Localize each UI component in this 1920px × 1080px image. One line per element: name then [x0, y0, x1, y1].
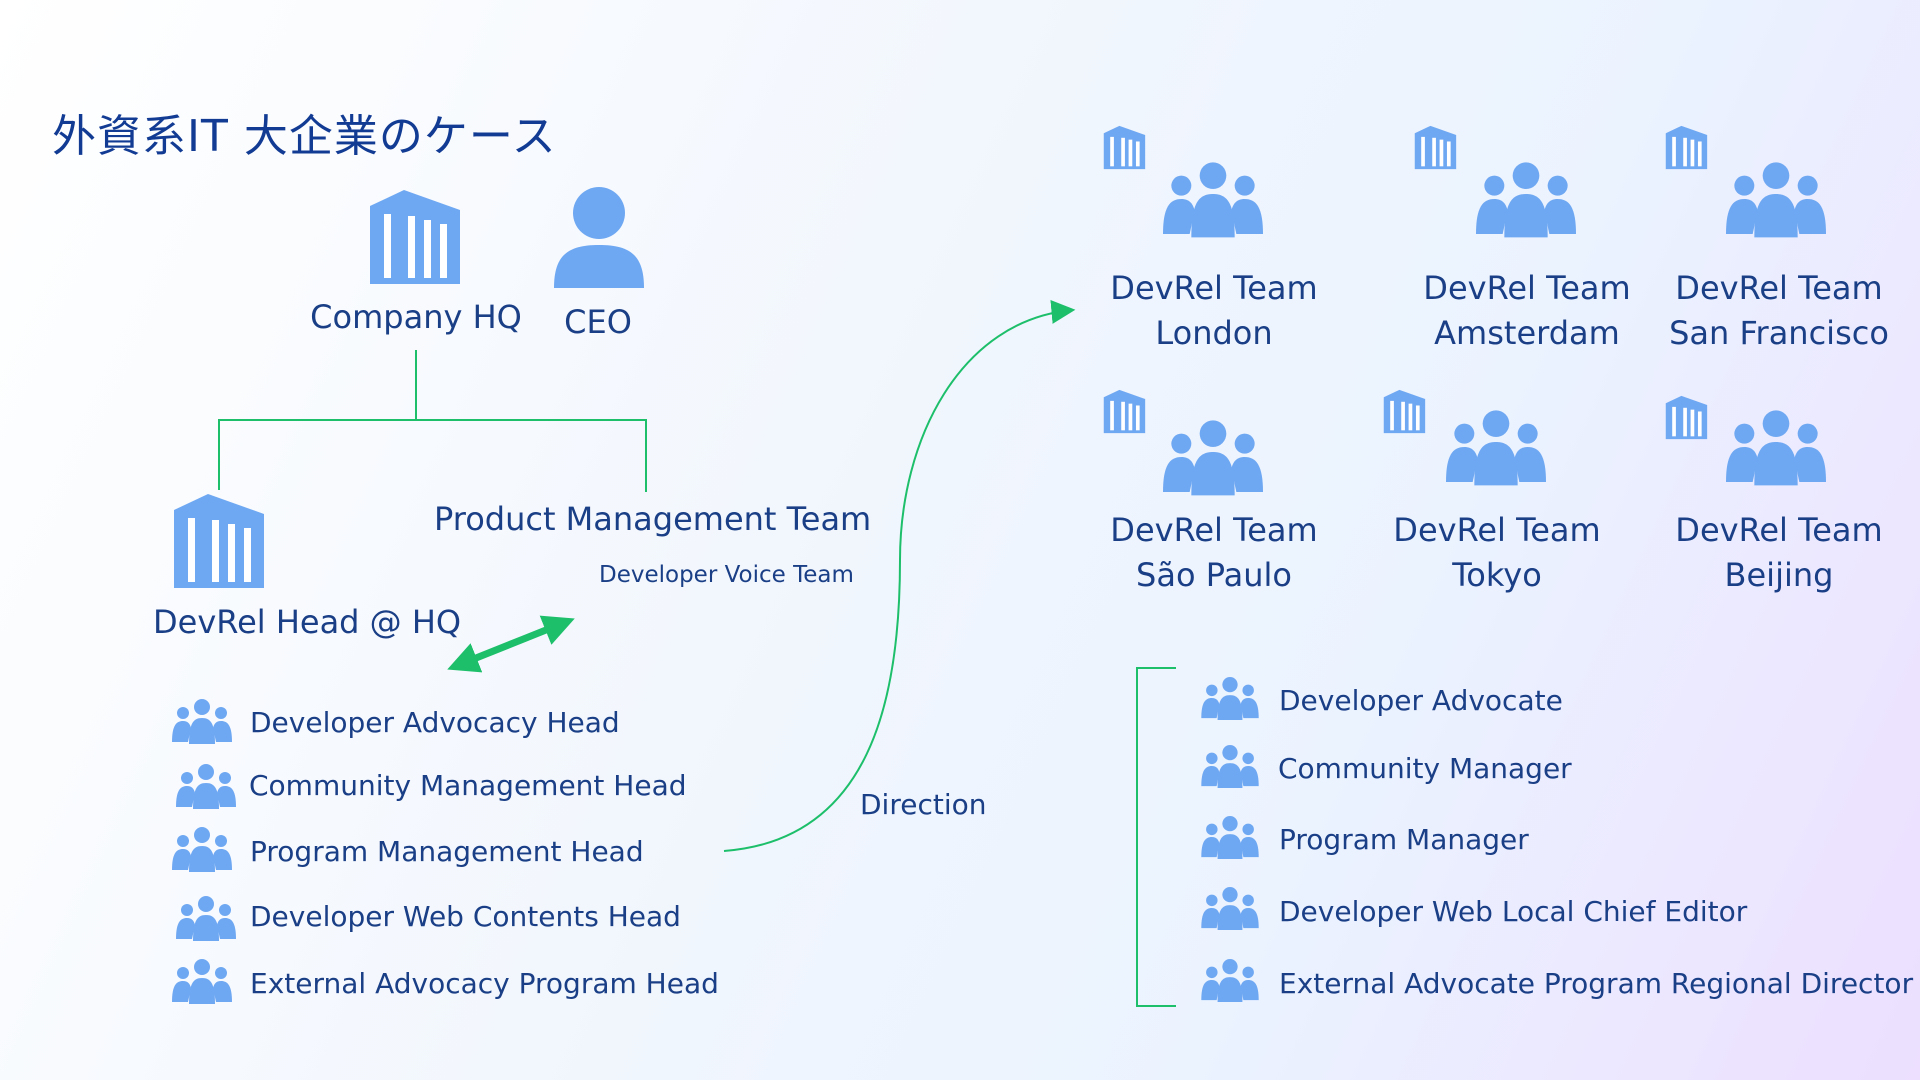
building-icon	[1414, 125, 1457, 170]
role-label: External Advocacy Program Head	[250, 967, 719, 1000]
role-label: External Advocate Program Regional Direc…	[1279, 967, 1914, 1000]
product-management-team-label: Product Management Team	[434, 500, 872, 538]
group-icon	[1201, 886, 1259, 930]
building-icon	[1103, 389, 1146, 434]
page-title: 外資系IT 大企業のケース	[52, 111, 557, 162]
role-label: Community Manager	[1278, 752, 1572, 785]
role-label: Program Management Head	[250, 835, 644, 868]
group-icon	[1163, 162, 1263, 238]
group-icon	[1201, 815, 1259, 859]
group-icon	[1201, 676, 1259, 720]
regional-roles-bracket	[1136, 667, 1176, 1007]
company-hq-label: Company HQ	[310, 298, 522, 336]
group-icon	[172, 699, 232, 744]
group-icon	[172, 827, 232, 872]
building-icon	[1665, 395, 1708, 440]
role-label: Developer Advocate	[1279, 684, 1563, 717]
devrel-head-label: DevRel Head @ HQ	[153, 603, 462, 641]
role-label: Developer Advocacy Head	[250, 706, 620, 739]
group-icon	[176, 764, 236, 809]
group-icon	[1476, 162, 1576, 238]
ceo-label: CEO	[564, 303, 632, 341]
role-label: Program Manager	[1279, 823, 1529, 856]
direction-curve	[723, 299, 1076, 852]
building-icon	[1103, 125, 1146, 170]
group-icon	[1726, 410, 1826, 486]
direction-label: Direction	[860, 788, 987, 821]
group-icon	[1201, 958, 1259, 1002]
group-icon	[176, 896, 236, 941]
group-icon	[1201, 744, 1259, 788]
role-label: Community Management Head	[249, 769, 687, 802]
building-icon	[1383, 389, 1426, 434]
role-label: Developer Web Contents Head	[250, 900, 681, 933]
building-icon	[1665, 125, 1708, 170]
hq-tree-connector	[218, 350, 647, 492]
building-icon	[174, 494, 264, 588]
developer-voice-team-label: Developer Voice Team	[599, 562, 854, 588]
building-icon	[370, 190, 460, 284]
group-icon	[1726, 162, 1826, 238]
person-icon	[554, 187, 644, 288]
role-label: Developer Web Local Chief Editor	[1279, 895, 1748, 928]
group-icon	[1163, 420, 1263, 496]
group-icon	[1446, 410, 1546, 486]
collaboration-arrow	[447, 615, 575, 673]
group-icon	[172, 959, 232, 1004]
